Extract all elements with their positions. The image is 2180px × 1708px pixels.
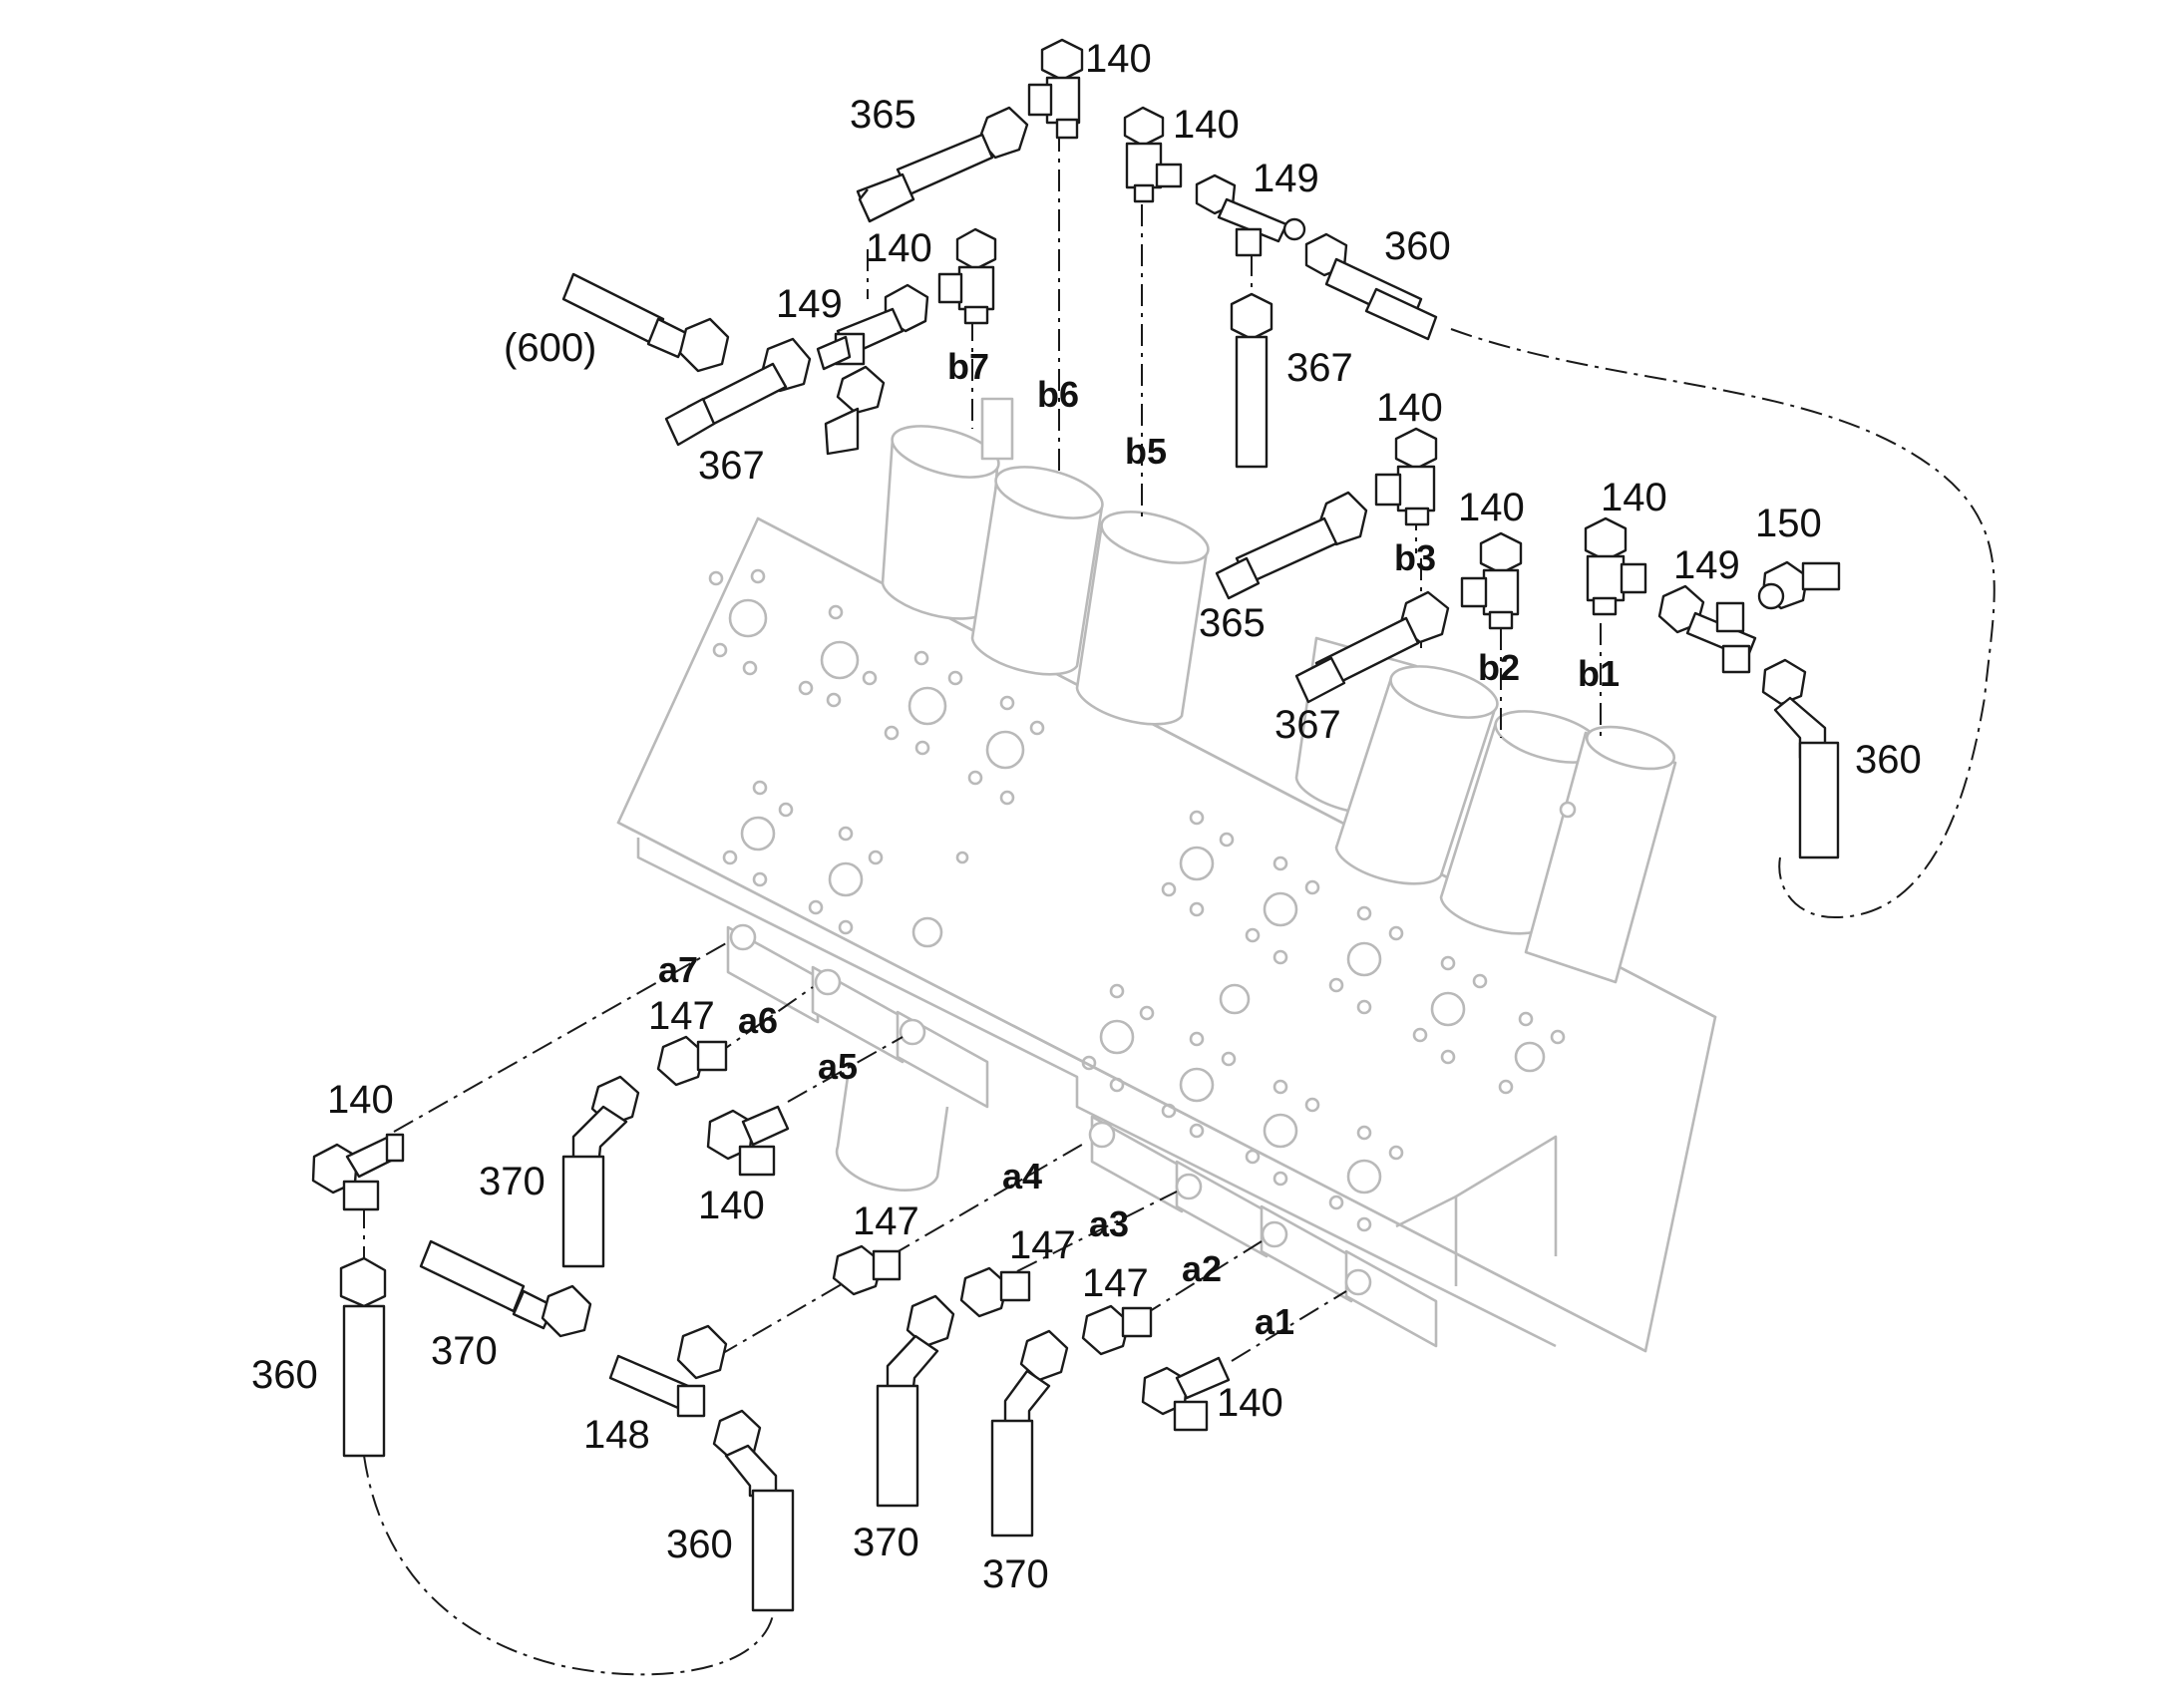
hose-600 xyxy=(561,272,730,373)
label-365-top: 365 xyxy=(850,93,916,137)
label-140-b5: 140 xyxy=(1173,103,1240,147)
fitting-149-b1 xyxy=(1657,584,1757,674)
label-600: (600) xyxy=(504,326,596,370)
valve-block-ports xyxy=(708,568,1566,1232)
label-140-b3: 140 xyxy=(1376,386,1443,430)
port-label-b5: b5 xyxy=(1125,431,1167,472)
fitting-140-b1 xyxy=(1584,516,1647,616)
hose-370-a6 xyxy=(561,1075,640,1268)
port-label-a7: a7 xyxy=(658,949,698,990)
hose-365-top xyxy=(856,106,1029,223)
hose-367-b3 xyxy=(1294,590,1450,704)
port-label-b6: b6 xyxy=(1037,374,1079,415)
hose-370-left xyxy=(419,1239,592,1338)
label-360-top: 360 xyxy=(1384,224,1451,268)
label-149-b5: 149 xyxy=(1253,157,1319,200)
label-367-b7: 367 xyxy=(698,444,765,488)
label-149-b1: 149 xyxy=(1673,543,1740,587)
spool-caps xyxy=(881,397,1677,984)
fitting-149-b7 xyxy=(816,283,929,371)
port-label-a3: a3 xyxy=(1089,1203,1129,1244)
fitting-140-b3 xyxy=(1374,427,1438,526)
port-label-b2: b2 xyxy=(1478,647,1520,688)
label-140-a1: 140 xyxy=(1217,1381,1283,1425)
label-150: 150 xyxy=(1755,502,1822,545)
fitting-140-b7 xyxy=(937,227,997,325)
fitting-150 xyxy=(1757,560,1841,610)
label-147-a2: 147 xyxy=(1082,1261,1149,1305)
label-367-b3: 367 xyxy=(1274,703,1341,747)
port-label-b1: b1 xyxy=(1578,653,1620,694)
port-label-a5: a5 xyxy=(818,1046,858,1087)
label-140-a7: 140 xyxy=(327,1078,394,1122)
label-370-left: 370 xyxy=(431,1329,498,1373)
fitting-149-b5 xyxy=(1195,173,1306,257)
port-label-b7: b7 xyxy=(947,346,989,387)
label-360-bottom: 360 xyxy=(666,1523,733,1566)
label-370-a4: 370 xyxy=(853,1521,919,1564)
label-367-b5: 367 xyxy=(1286,346,1353,390)
hose-360-top xyxy=(1304,232,1438,341)
hose-367-b5 xyxy=(1230,292,1273,469)
label-365-b3: 365 xyxy=(1199,601,1266,645)
label-148: 148 xyxy=(583,1413,650,1457)
label-147-a6: 147 xyxy=(648,994,715,1038)
fitting-140-a1 xyxy=(1141,1356,1231,1432)
control-valve-block xyxy=(616,397,1717,1353)
label-140-a5: 140 xyxy=(698,1184,765,1227)
fitting-147-a2 xyxy=(1081,1304,1153,1356)
fitting-147-a3 xyxy=(959,1266,1031,1318)
hose-365-b3 xyxy=(1215,491,1368,600)
label-147-a4: 147 xyxy=(853,1199,919,1243)
hose-370-a4 xyxy=(876,1294,955,1508)
label-140-b2: 140 xyxy=(1458,486,1525,529)
port-label-a4: a4 xyxy=(1002,1156,1042,1196)
fitting-140-top xyxy=(1027,38,1084,140)
hose-360-b1 xyxy=(1761,658,1840,859)
hose-367-b7 xyxy=(664,337,886,456)
hose-360-bottom xyxy=(712,1409,795,1612)
label-140-b7: 140 xyxy=(866,226,932,270)
a-port-bosses xyxy=(726,923,1438,1348)
port-label-b3: b3 xyxy=(1394,537,1436,578)
fitting-140-b2 xyxy=(1460,531,1523,630)
port-labels: b7 b6 b5 b3 b2 b1 a7 a6 a5 a4 a3 a2 a1 xyxy=(658,346,1620,1342)
port-label-a6: a6 xyxy=(738,1000,778,1041)
fitting-140-b5 xyxy=(1123,106,1183,203)
label-370-a3: 370 xyxy=(982,1552,1049,1596)
fitting-147-a4 xyxy=(832,1244,902,1296)
fitting-148 xyxy=(608,1324,728,1418)
hose-360-left xyxy=(339,1256,387,1458)
label-140-top: 140 xyxy=(1085,37,1152,81)
fitting-140-a7 xyxy=(311,1133,405,1211)
hose-370-a3 xyxy=(990,1329,1069,1537)
label-370-a6: 370 xyxy=(479,1160,545,1203)
label-149-b7: 149 xyxy=(776,282,843,326)
fitting-140-a5 xyxy=(706,1105,790,1177)
label-147-a3: 147 xyxy=(1009,1223,1076,1267)
label-360-left: 360 xyxy=(251,1353,318,1397)
fitting-147-a6 xyxy=(656,1035,728,1087)
label-360-b1: 360 xyxy=(1855,738,1922,782)
part-number-labels: 140 365 140 149 360 367 140 149 (600) 36… xyxy=(251,37,1922,1596)
port-label-a1: a1 xyxy=(1255,1301,1294,1342)
label-140-b1: 140 xyxy=(1601,476,1667,519)
port-label-a2: a2 xyxy=(1182,1248,1222,1289)
